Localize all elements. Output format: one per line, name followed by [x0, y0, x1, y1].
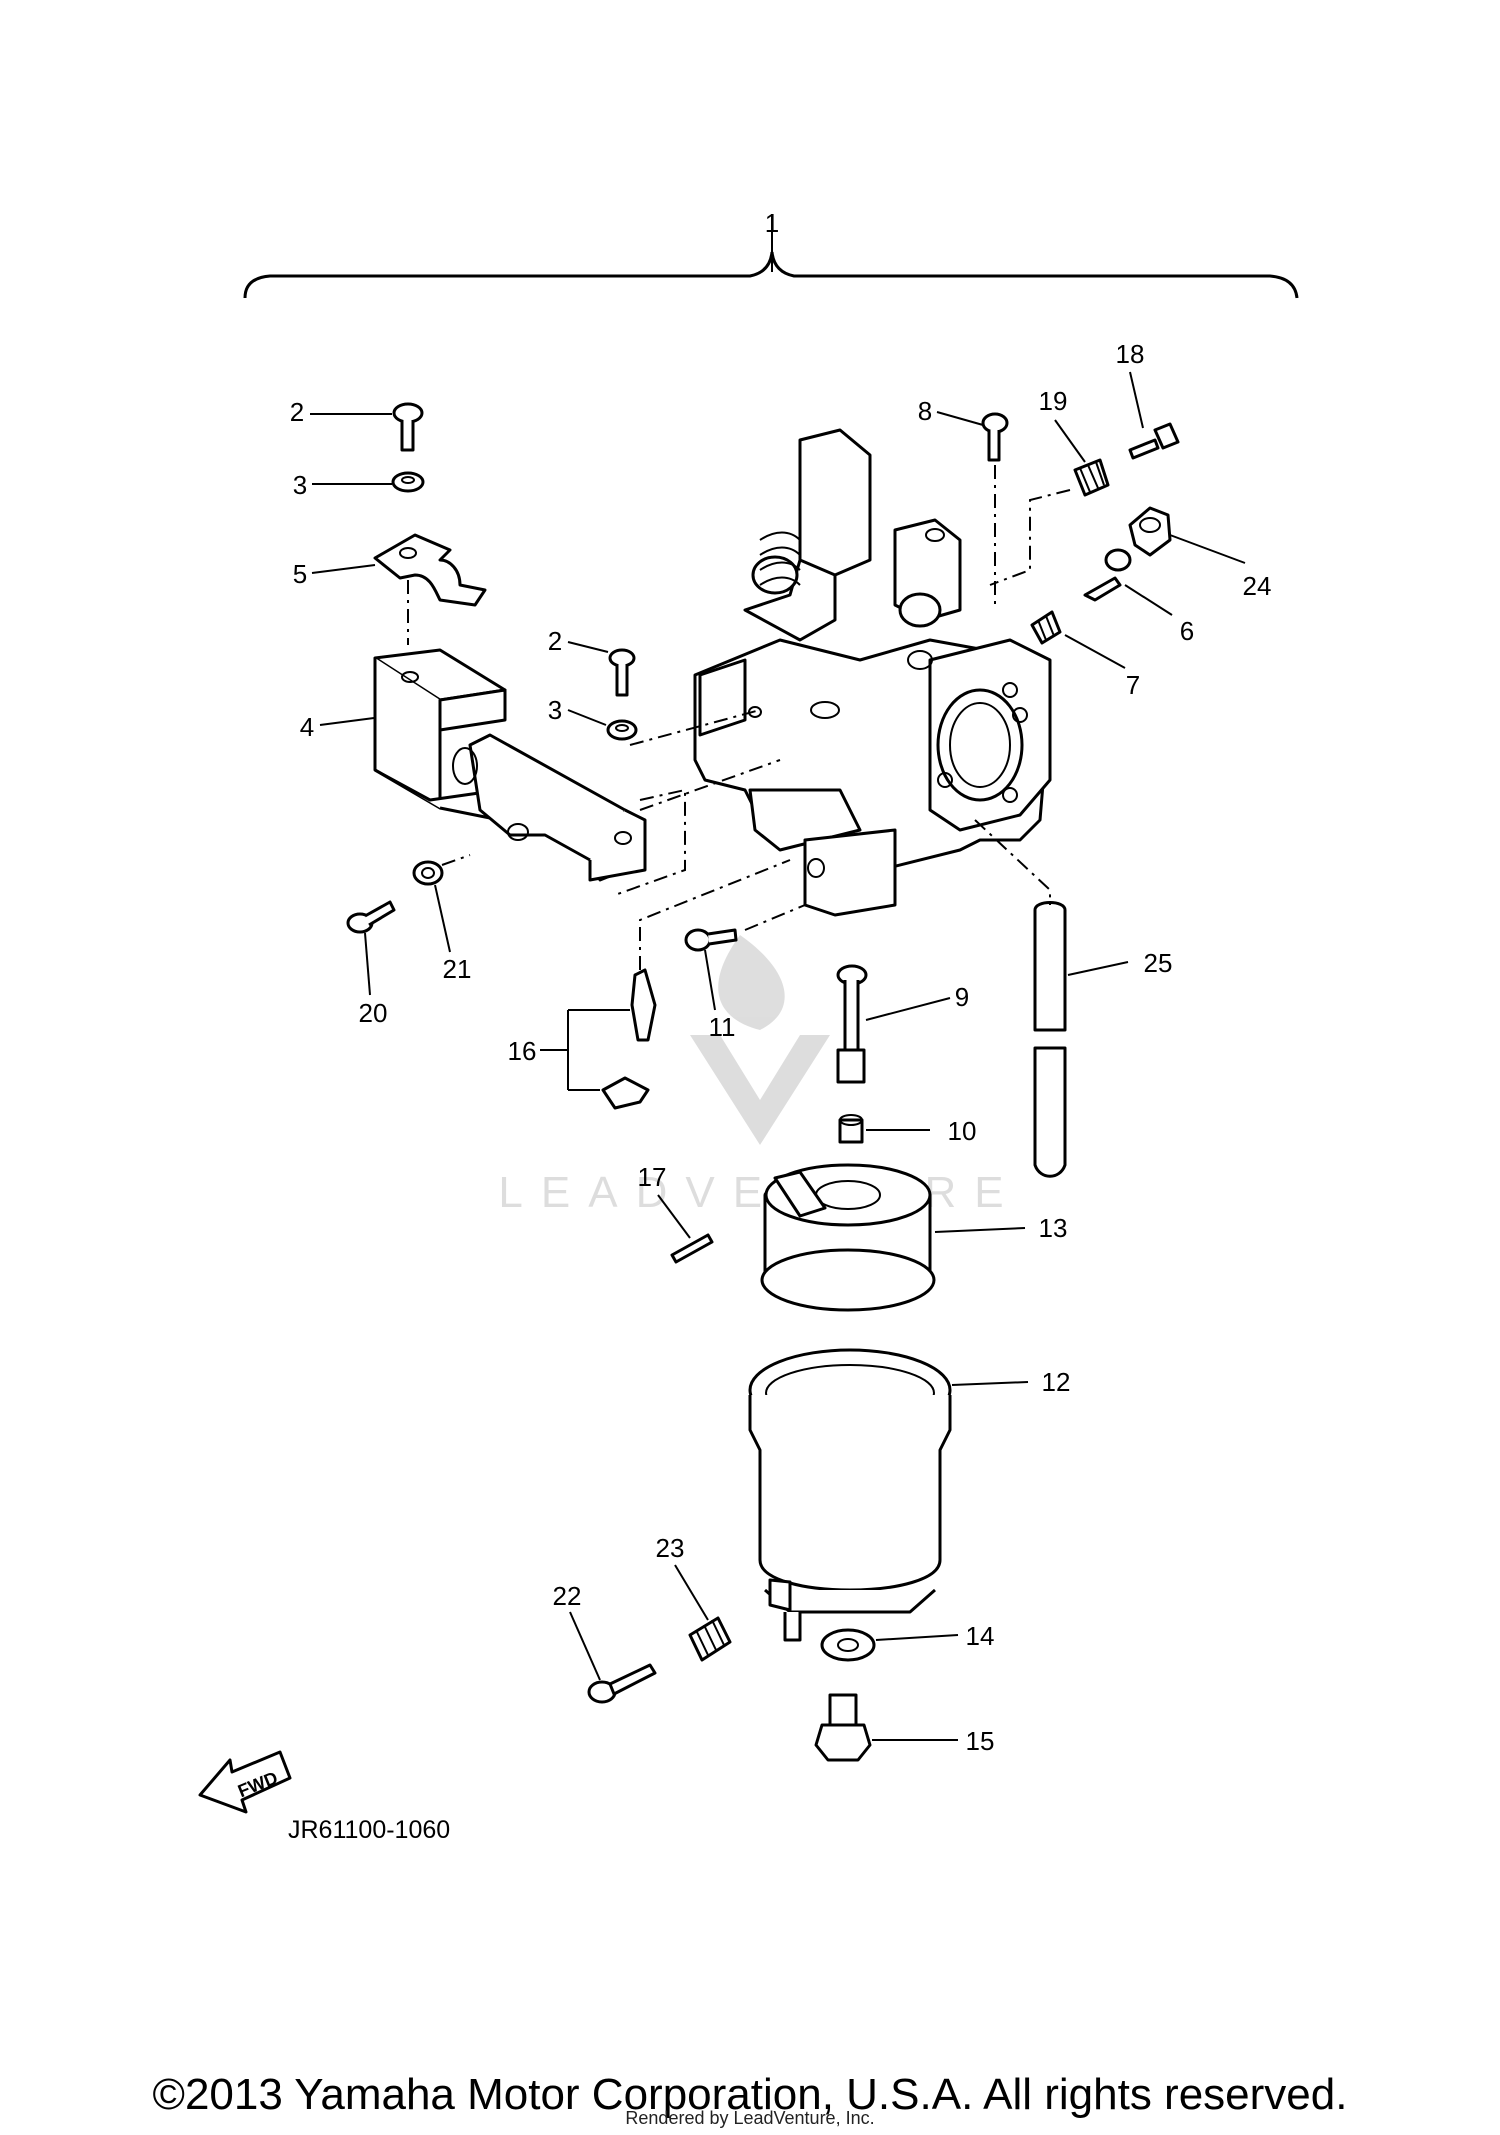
fwd-arrow-icon: FWD — [198, 1750, 292, 1814]
part-18-screw — [1128, 422, 1180, 460]
part-16-needle-valve — [601, 968, 657, 1110]
part-11-screw — [684, 928, 738, 952]
carburetor-body — [693, 428, 1052, 917]
callout-2-upper: 2 — [290, 397, 304, 427]
callout-17: 17 — [638, 1162, 667, 1192]
callout-25: 25 — [1144, 948, 1173, 978]
callout-19: 19 — [1039, 386, 1068, 416]
callout-5: 5 — [293, 559, 307, 589]
part-22-screw — [587, 1663, 657, 1704]
callout-9: 9 — [955, 982, 969, 1012]
callout-20: 20 — [359, 998, 388, 1028]
part-7-spring — [1030, 610, 1062, 645]
callout-6: 6 — [1180, 616, 1194, 646]
part-15-drain-bolt — [814, 1693, 872, 1762]
callout-11: 11 — [709, 1012, 736, 1042]
callout-16: 16 — [508, 1036, 537, 1066]
assembly-lines — [407, 465, 1071, 970]
part-21-nut — [412, 860, 444, 886]
part-25-drain-hose — [1033, 901, 1067, 1178]
part-14-gasket — [820, 1628, 876, 1662]
part-2-screw-upper — [392, 402, 424, 452]
part-19-spring — [1073, 458, 1110, 497]
callout-labels: 1 2 3 5 4 2 3 8 19 18 24 6 7 21 20 11 16… — [290, 208, 1272, 1756]
callout-24: 24 — [1243, 571, 1272, 601]
callout-18: 18 — [1116, 339, 1145, 369]
part-12-float-chamber — [748, 1348, 952, 1642]
callout-21: 21 — [443, 954, 472, 984]
leader-lines — [310, 214, 1246, 1741]
part-20-screw — [346, 900, 396, 934]
callout-12: 12 — [1042, 1367, 1071, 1397]
leadventure-watermark: LEADVENTURE — [498, 935, 1021, 1217]
part-9-main-nozzle — [836, 964, 868, 1084]
callout-3-lower: 3 — [548, 695, 562, 725]
callout-1: 1 — [765, 208, 779, 238]
diagram-code: JR61100-1060 — [288, 1816, 450, 1844]
callout-4: 4 — [300, 712, 314, 742]
part-6-screw — [1083, 548, 1132, 602]
watermark-text: LEADVENTURE — [498, 1168, 1021, 1217]
callout-3-upper: 3 — [293, 470, 307, 500]
part-23-spring — [688, 1616, 732, 1662]
callout-13: 13 — [1039, 1213, 1068, 1243]
callout-2-lower: 2 — [548, 626, 562, 656]
part-13-float — [760, 1163, 936, 1312]
part-24-cap — [1128, 506, 1172, 557]
part-5-cable-clamp — [373, 533, 487, 607]
callout-10: 10 — [948, 1116, 977, 1146]
part-3-washer-upper — [391, 471, 425, 493]
part-2-screw-lower — [608, 648, 636, 697]
callout-7: 7 — [1126, 670, 1140, 700]
part-10-main-jet — [838, 1114, 864, 1144]
part-3-washer-lower — [606, 719, 638, 741]
callout-14: 14 — [966, 1621, 995, 1651]
part-17-float-pin — [670, 1233, 714, 1264]
callout-15: 15 — [966, 1726, 995, 1756]
callout-8: 8 — [918, 396, 932, 426]
rendered-by-credit: Rendered by LeadVenture, Inc. — [625, 2108, 875, 2128]
callout-22: 22 — [553, 1581, 582, 1611]
part-4-throttle-bracket — [373, 648, 647, 882]
callout-23: 23 — [656, 1533, 685, 1563]
part-8-pilot-screw — [981, 412, 1009, 462]
copyright-notice: ©2013 Yamaha Motor Corporation, U.S.A. A… — [152, 2070, 1348, 2119]
